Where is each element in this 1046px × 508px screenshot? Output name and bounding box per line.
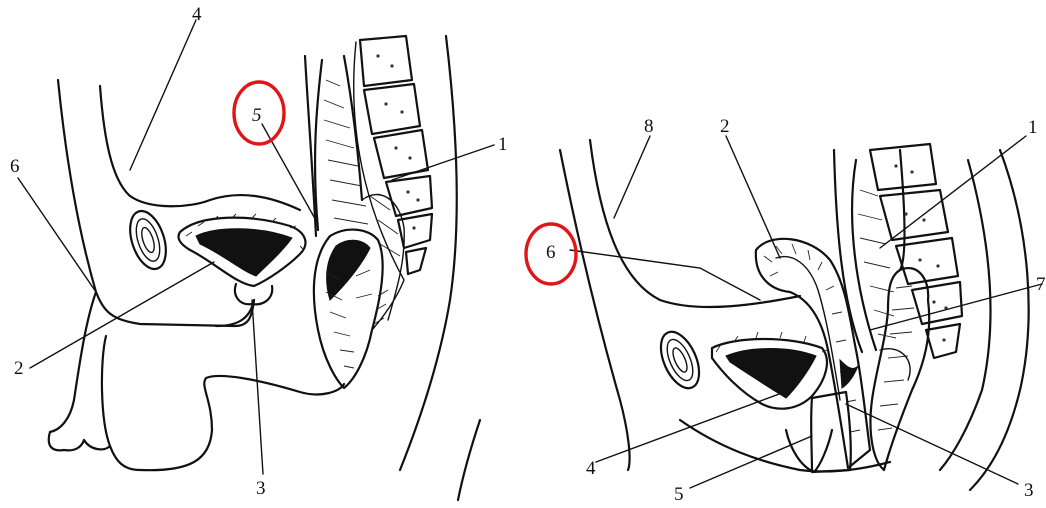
right-rectum	[871, 268, 930, 470]
left-label-2: 2	[14, 358, 24, 379]
right-label-4: 4	[586, 458, 596, 479]
left-figure: 1 2 3 4 5 6	[10, 4, 508, 500]
left-pubic-bone	[124, 207, 173, 274]
right-figure: 1 2 3 4 5 6 7 8	[526, 116, 1046, 505]
left-label-6: 6	[10, 156, 20, 177]
left-penis-tip	[49, 432, 110, 450]
right-label-5: 5	[674, 484, 684, 505]
left-label-5: 5	[252, 105, 262, 126]
right-label-3: 3	[1024, 480, 1034, 501]
left-gluteal-line	[458, 420, 480, 500]
right-label-6: 6	[546, 242, 556, 263]
left-label-3: 3	[256, 478, 266, 499]
left-sacrum	[354, 36, 432, 330]
right-label-7: 7	[1036, 274, 1046, 295]
right-back-inner	[940, 160, 990, 470]
right-label-1: 1	[1028, 117, 1038, 138]
right-sigmoid-colon	[834, 150, 905, 352]
right-label-2: 2	[720, 116, 730, 137]
left-scrotum	[102, 336, 344, 470]
left-label-4: 4	[192, 4, 202, 25]
left-bladder	[178, 214, 305, 286]
left-abdominal-wall	[100, 86, 300, 210]
right-front-outline	[560, 150, 630, 470]
right-leader-lines	[570, 136, 1042, 488]
right-pubic-bone	[653, 326, 707, 394]
right-perineum-outline	[680, 420, 890, 472]
left-rectum	[314, 230, 383, 388]
left-label-1: 1	[498, 134, 508, 155]
left-back-outline	[400, 36, 457, 470]
right-abdominal-wall	[590, 140, 800, 307]
left-sigmoid-colon	[305, 56, 404, 320]
right-label-8: 8	[644, 116, 654, 137]
